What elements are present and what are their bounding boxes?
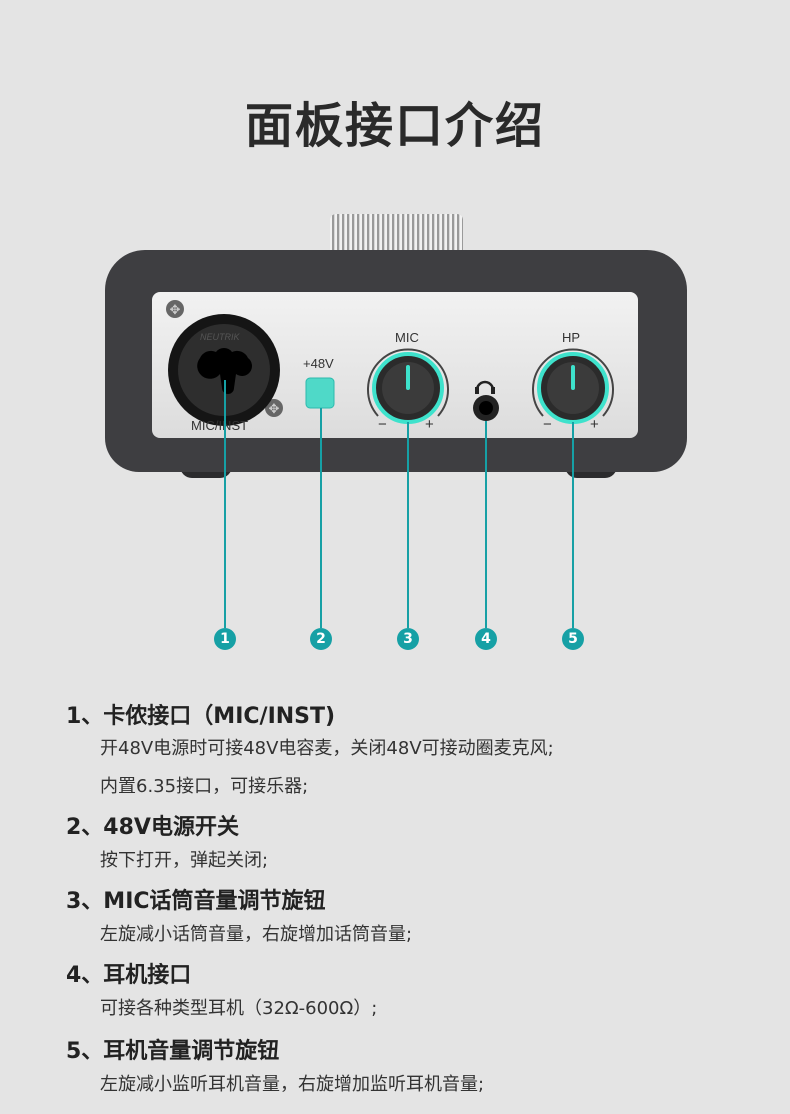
- item-heading: 1、卡侬接口（MIC/INST): [66, 704, 336, 729]
- phantom-label: +48V: [303, 356, 334, 371]
- xlr-combo-jack: [168, 314, 280, 426]
- minus-label: −: [543, 416, 552, 433]
- hp-knob: [532, 348, 614, 424]
- mic-knob: [367, 348, 449, 424]
- headphone-jack: [473, 380, 499, 421]
- page-title: 面板接口介绍: [244, 98, 545, 154]
- screw-icon: ✥: [166, 300, 184, 318]
- item-heading: 2、48V电源开关: [66, 815, 239, 840]
- item-text: 按下打开，弹起关闭;: [100, 850, 269, 871]
- item-heading: 3、MIC话筒音量调节旋钮: [66, 889, 326, 914]
- phantom-power-button: [305, 377, 335, 409]
- callout-4: 4: [475, 628, 497, 650]
- callout-3: 3: [397, 628, 419, 650]
- item-heading: 4、耳机接口: [66, 963, 192, 988]
- item-text: 内置6.35接口，可接乐器;: [100, 776, 309, 797]
- item-text: 可接各种类型耳机（32Ω-600Ω）;: [100, 998, 378, 1019]
- callout-2: 2: [310, 628, 332, 650]
- xlr-label: MIC/INST: [191, 418, 249, 433]
- svg-text:✥: ✥: [269, 402, 280, 417]
- mic-knob-label: MIC: [395, 330, 419, 345]
- item-text: 左旋减小话筒音量，右旋增加话筒音量;: [100, 924, 413, 945]
- plus-label: +: [590, 416, 599, 433]
- hp-knob-label: HP: [562, 330, 581, 345]
- callout-line: [224, 380, 226, 628]
- panel-graphics: ✥ ✥: [166, 300, 614, 426]
- plus-label: +: [425, 416, 434, 433]
- item-text: 左旋减小监听耳机音量，右旋增加监听耳机音量;: [100, 1074, 485, 1095]
- callout-5: 5: [562, 628, 584, 650]
- screw-icon: ✥: [265, 399, 283, 417]
- svg-text:✥: ✥: [170, 303, 181, 318]
- callout-1: 1: [214, 628, 236, 650]
- item-text: 开48V电源时可接48V电容麦，关闭48V可接动圈麦克风;: [100, 738, 554, 759]
- xlr-brand: NEUTRIK: [200, 332, 240, 342]
- callout-line: [407, 422, 409, 628]
- minus-label: −: [378, 416, 387, 433]
- item-heading: 5、耳机音量调节旋钮: [66, 1039, 280, 1064]
- callout-line: [485, 421, 487, 628]
- top-knob: [330, 214, 463, 254]
- callout-line: [320, 408, 322, 628]
- callout-line: [572, 422, 574, 628]
